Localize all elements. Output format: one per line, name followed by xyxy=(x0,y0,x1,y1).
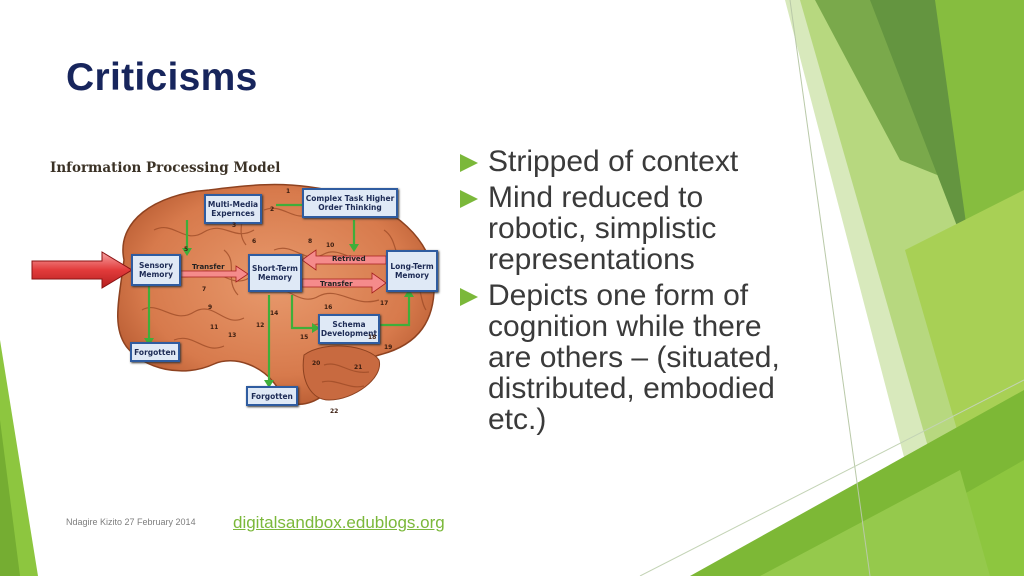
long-term-memory-box: Long-Term Memory xyxy=(386,250,438,292)
slide-title: Criticisms xyxy=(66,56,258,99)
region-number: 17 xyxy=(380,300,389,307)
region-number: 19 xyxy=(384,344,393,351)
region-number: 20 xyxy=(312,360,321,367)
footer-author-date: Ndagire Kizito 27 February 2014 xyxy=(66,517,196,527)
region-number: 14 xyxy=(270,310,279,317)
bullet-item: Stripped of context xyxy=(458,146,803,177)
transfer-label-2: Transfer xyxy=(320,280,353,288)
region-number: 1 xyxy=(286,188,291,195)
sensory-memory-box: Sensory Memory xyxy=(131,254,181,286)
bullet-list: Stripped of context Mind reduced to robo… xyxy=(458,146,803,440)
schema-development-box: Schema Development xyxy=(318,314,380,344)
bullet-item: Mind reduced to robotic, simplistic repr… xyxy=(458,182,803,275)
region-number: 6 xyxy=(252,238,257,245)
region-number: 3 xyxy=(232,222,237,229)
region-number: 11 xyxy=(210,324,219,331)
region-number: 8 xyxy=(308,238,313,245)
bullet-text: Stripped of context xyxy=(488,145,739,178)
bullet-triangle-icon xyxy=(460,154,478,172)
figure-title: Information Processing Model xyxy=(50,160,281,176)
bullet-item: Depicts one form of cognition while ther… xyxy=(458,280,803,435)
region-number: 16 xyxy=(324,304,333,311)
bullet-text: Mind reduced to robotic, simplistic repr… xyxy=(488,181,717,276)
region-number: 10 xyxy=(326,242,335,249)
region-number: 18 xyxy=(368,334,377,341)
footer-link[interactable]: digitalsandbox.edublogs.org xyxy=(233,513,445,532)
forgotten-box-2: Forgotten xyxy=(246,386,298,406)
brain-illustration xyxy=(31,183,435,405)
bullet-triangle-icon xyxy=(460,288,478,306)
multimedia-experiences-box: Multi-Media Expernces xyxy=(204,194,262,224)
region-number: 9 xyxy=(208,304,213,311)
region-number: 12 xyxy=(256,322,265,329)
information-processing-model-figure: Information Processing Model Sensory Mem… xyxy=(24,150,450,420)
region-number: 21 xyxy=(354,364,363,371)
complex-task-box: Complex Task Higher Order Thinking xyxy=(302,188,398,218)
short-term-memory-box: Short-Term Memory xyxy=(248,254,302,292)
bullet-triangle-icon xyxy=(460,190,478,208)
region-number: 5 xyxy=(184,246,189,253)
retrived-label: Retrived xyxy=(332,255,366,263)
region-number: 7 xyxy=(202,286,207,293)
transfer-label-1: Transfer xyxy=(192,263,225,271)
region-number: 15 xyxy=(300,334,309,341)
bullet-text: Depicts one form of cognition while ther… xyxy=(488,279,780,436)
region-number: 22 xyxy=(330,408,339,415)
region-number: 13 xyxy=(228,332,237,339)
forgotten-box-1: Forgotten xyxy=(130,342,180,362)
region-number: 2 xyxy=(270,206,275,213)
